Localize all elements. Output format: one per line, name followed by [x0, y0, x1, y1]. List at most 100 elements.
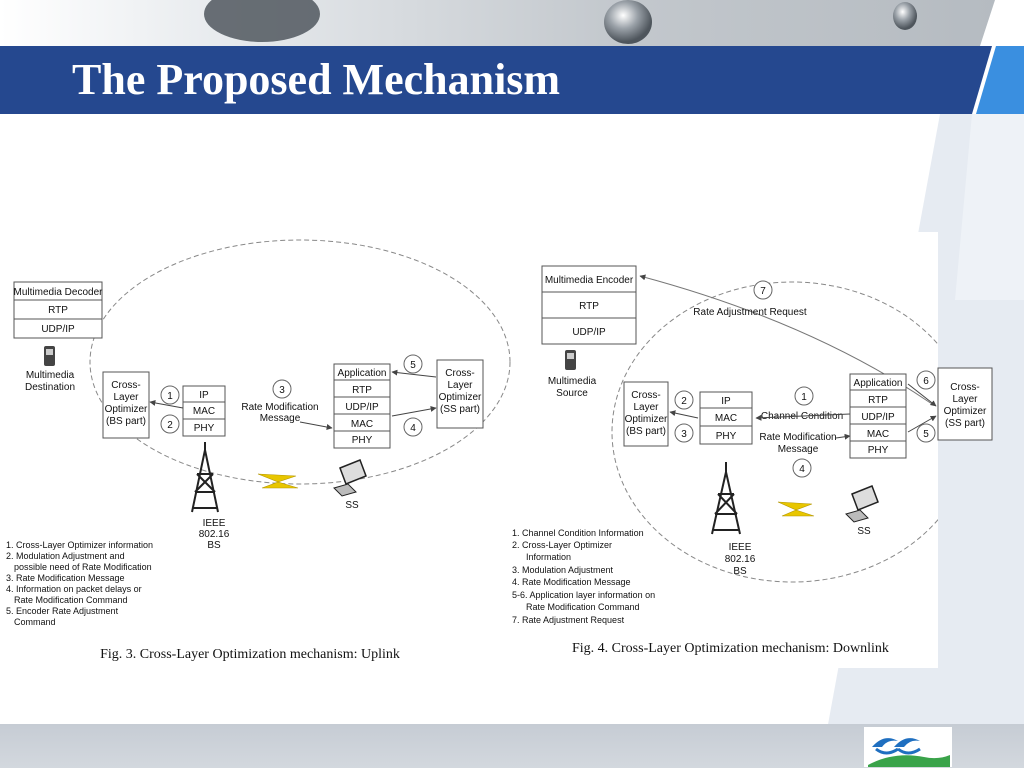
svg-text:Cross-: Cross- — [111, 380, 140, 391]
downlink-caption: Fig. 4. Cross-Layer Optimization mechani… — [572, 641, 889, 656]
svg-text:MAC: MAC — [715, 413, 737, 424]
svg-text:5-6. Application layer informa: 5-6. Application layer information on — [512, 590, 655, 600]
svg-text:7: 7 — [760, 286, 766, 297]
svg-text:Command: Command — [14, 617, 56, 627]
uplink-caption: Fig. 3. Cross-Layer Optimization mechani… — [100, 647, 400, 662]
svg-text:2: 2 — [167, 420, 173, 431]
coverage-ellipse — [89, 239, 511, 485]
svg-text:PHY: PHY — [716, 431, 737, 442]
bs-stack: IP MAC PHY — [699, 391, 753, 445]
bs-label: IEEE — [203, 518, 226, 529]
svg-text:PHY: PHY — [352, 435, 373, 446]
bs-label-2: 802.16 — [199, 529, 230, 540]
svg-text:3. Modulation Adjustment: 3. Modulation Adjustment — [512, 565, 614, 575]
destination-label-2: Destination — [25, 382, 75, 393]
svg-text:5: 5 — [410, 360, 416, 371]
svg-text:2. Cross-Layer Optimizer: 2. Cross-Layer Optimizer — [512, 540, 612, 550]
svg-text:4: 4 — [799, 464, 805, 475]
svg-text:Layer: Layer — [952, 394, 978, 405]
svg-text:UDP/IP: UDP/IP — [345, 402, 379, 413]
svg-text:Optimizer: Optimizer — [439, 392, 482, 403]
ss-stack: Application RTP UDP/IP MAC PHY — [849, 373, 907, 459]
step-5-6-markers: 6 5 — [907, 370, 937, 443]
svg-text:3. Rate Modification Message: 3. Rate Modification Message — [6, 573, 125, 583]
svg-text:RTP: RTP — [352, 385, 372, 396]
decoder-label: Multimedia Decoder — [14, 287, 104, 298]
svg-text:(SS part): (SS part) — [945, 418, 985, 429]
bs-label: IEEE — [729, 542, 752, 553]
figure-downlink: Multimedia Encoder RTP UDP/IP Multimedia… — [512, 232, 973, 668]
svg-text:PHY: PHY — [194, 423, 215, 434]
svg-text:possible need of Rate Modifica: possible need of Rate Modification — [14, 562, 152, 572]
udpip-label: UDP/IP — [41, 324, 75, 335]
svg-text:3: 3 — [279, 385, 285, 396]
svg-text:2. Modulation Adjustment and: 2. Modulation Adjustment and — [6, 551, 125, 561]
svg-text:Information: Information — [526, 552, 571, 562]
svg-text:1. Channel Condition Informati: 1. Channel Condition Information — [512, 528, 644, 538]
svg-text:Rate Modification: Rate Modification — [241, 402, 318, 413]
encoder-stack: Multimedia Encoder RTP UDP/IP — [541, 265, 637, 345]
downlink-legend: 1. Channel Condition Information 2. Cros… — [512, 528, 655, 625]
laptop-icon — [845, 485, 879, 523]
svg-text:4. Information on packet delay: 4. Information on packet delays or — [6, 584, 142, 594]
svg-text:MAC: MAC — [867, 429, 889, 440]
logo-icon — [864, 727, 952, 767]
phone-icon — [565, 350, 576, 370]
source-label: Multimedia — [548, 376, 597, 387]
downlink-diagram: Multimedia Encoder RTP UDP/IP Multimedia… — [512, 265, 973, 656]
title-bar — [0, 46, 1024, 114]
svg-text:IP: IP — [199, 390, 209, 401]
svg-text:UDP/IP: UDP/IP — [861, 412, 895, 423]
svg-text:Application: Application — [854, 378, 903, 389]
bs-tower-icon — [191, 442, 219, 513]
rtp-label: RTP — [48, 305, 68, 316]
figure-uplink: Multimedia Decoder RTP UDP/IP Multimedia… — [0, 212, 512, 670]
svg-text:Application: Application — [338, 368, 387, 379]
svg-text:(SS part): (SS part) — [440, 404, 480, 415]
source-label-2: Source — [556, 388, 588, 399]
svg-text:Message: Message — [260, 413, 301, 424]
svg-text:1. Cross-Layer Optimizer infor: 1. Cross-Layer Optimizer information — [6, 540, 153, 550]
svg-text:Rate Modification Command: Rate Modification Command — [526, 602, 640, 612]
svg-text:7. Rate Adjustment Request: 7. Rate Adjustment Request — [512, 615, 625, 625]
top-photo-band — [0, 0, 1024, 46]
svg-text:MAC: MAC — [351, 419, 373, 430]
optimizer-bs: Cross- Layer Optimizer (BS part) — [102, 371, 150, 439]
svg-text:3: 3 — [681, 429, 687, 440]
footer-bar — [0, 724, 1024, 768]
svg-text:UDP/IP: UDP/IP — [572, 327, 606, 338]
svg-text:5: 5 — [923, 429, 929, 440]
svg-text:Message: Message — [778, 444, 819, 455]
channel-condition: 1 Channel Condition Rate Modification Me… — [755, 386, 851, 478]
wireless-link-icon — [777, 501, 815, 517]
optimizer-bs: Cross- Layer Optimizer (BS part) — [623, 381, 669, 447]
svg-text:Rate Adjustment Request: Rate Adjustment Request — [693, 307, 807, 318]
uplink-diagram: Multimedia Decoder RTP UDP/IP Multimedia… — [6, 239, 511, 662]
ss-label: SS — [857, 526, 871, 537]
svg-text:IP: IP — [721, 396, 731, 407]
ss-label: SS — [345, 500, 359, 511]
laptop-icon — [333, 459, 367, 497]
svg-text:Layer: Layer — [633, 402, 659, 413]
svg-text:(BS part): (BS part) — [626, 426, 666, 437]
svg-text:MAC: MAC — [193, 406, 215, 417]
svg-text:2: 2 — [681, 396, 687, 407]
svg-text:Optimizer: Optimizer — [944, 406, 987, 417]
svg-text:1: 1 — [801, 392, 807, 403]
svg-text:4: 4 — [410, 423, 416, 434]
step-4-5-markers: 5 4 — [391, 354, 437, 437]
svg-text:Layer: Layer — [113, 392, 139, 403]
svg-text:(BS part): (BS part) — [106, 416, 146, 427]
svg-text:4. Rate Modification Message: 4. Rate Modification Message — [512, 577, 631, 587]
downlink-optimizer-ss: Cross- Layer Optimizer (SS part) — [938, 367, 993, 441]
page-title: The Proposed Mechanism — [72, 55, 561, 104]
bs-tower-icon — [711, 462, 741, 535]
svg-text:PHY: PHY — [868, 445, 889, 456]
ss-stack: Application RTP UDP/IP MAC PHY — [333, 363, 391, 449]
uplink-legend: 1. Cross-Layer Optimizer information 2. … — [6, 540, 153, 627]
svg-text:6: 6 — [923, 376, 929, 387]
svg-text:RTP: RTP — [868, 395, 888, 406]
rate-modification-message: 3 Rate Modification Message — [241, 379, 333, 430]
svg-text:Rate Modification: Rate Modification — [759, 432, 836, 443]
svg-text:Optimizer: Optimizer — [105, 404, 148, 415]
